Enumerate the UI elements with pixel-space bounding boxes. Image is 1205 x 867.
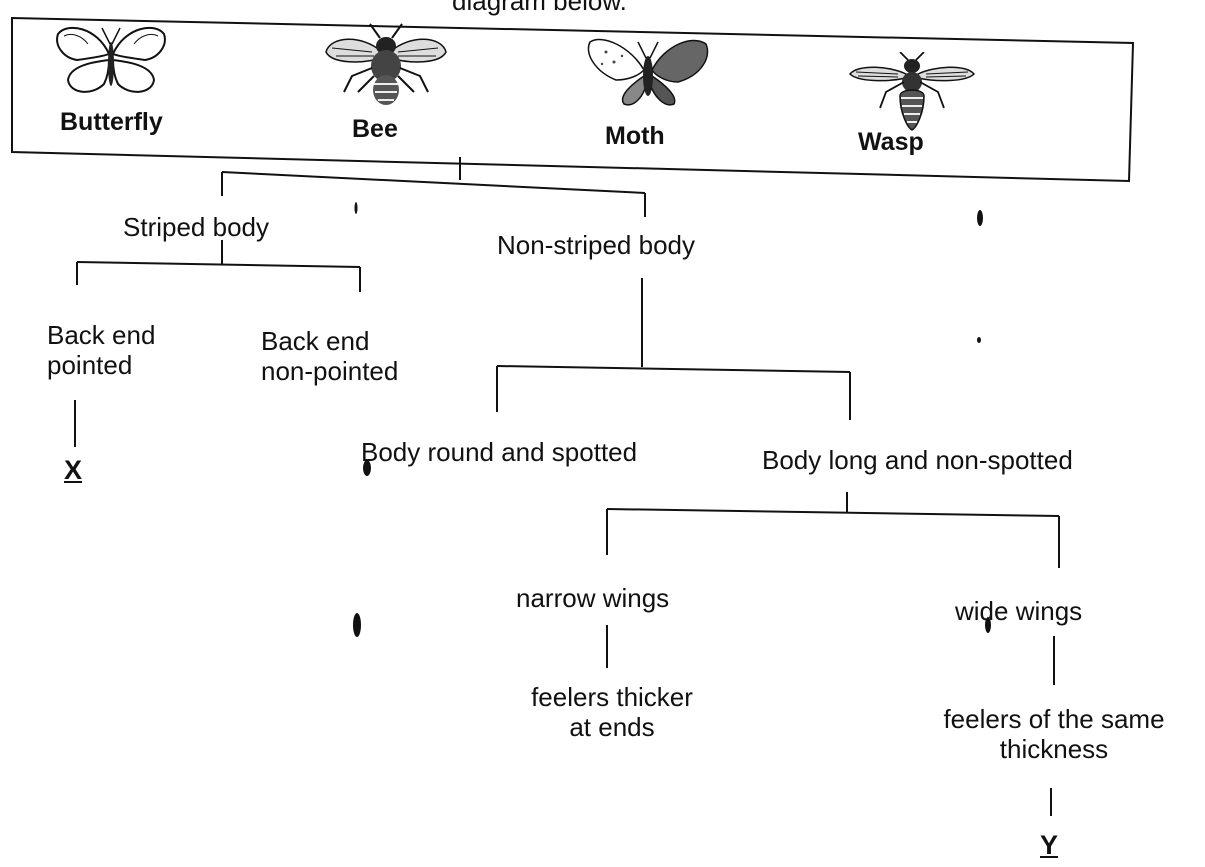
feelers-same-thickness-line2: thickness: [915, 734, 1193, 764]
back-end-non-pointed-label: Back end non-pointed: [261, 326, 398, 386]
wide-wings-label: wide wings: [955, 596, 1082, 626]
insect-name-wasp: Wasp: [858, 128, 924, 156]
insect-name-bee: Bee: [352, 115, 398, 143]
non-striped-body-label: Non-striped body: [497, 230, 695, 260]
result-x-label: X: [64, 455, 82, 485]
bee-icon: [322, 22, 450, 108]
body-long-non-spotted-label: Body long and non-spotted: [762, 445, 1073, 475]
feelers-same-thickness-label: feelers of the same thickness: [915, 704, 1193, 764]
striped-body-label: Striped body: [123, 212, 269, 242]
back-end-pointed-label: Back end pointed: [47, 320, 155, 380]
back-end-non-pointed-line2: non-pointed: [261, 356, 398, 386]
insect-name-moth: Moth: [605, 122, 665, 150]
wasp-icon: [848, 52, 976, 132]
narrow-wings-label: narrow wings: [516, 583, 669, 613]
back-end-non-pointed-line1: Back end: [261, 326, 398, 356]
result-y-label: Y: [1040, 830, 1058, 860]
back-end-pointed-line1: Back end: [47, 320, 155, 350]
connector: [222, 172, 645, 193]
feelers-thicker-line2: at ends: [512, 712, 712, 742]
feelers-thicker-line1: feelers thicker: [512, 682, 712, 712]
connector: [77, 262, 360, 267]
insect-name-butterfly: Butterfly: [60, 108, 163, 136]
feelers-same-thickness-line1: feelers of the same: [915, 704, 1193, 734]
connector: [497, 366, 850, 372]
connector: [607, 509, 1059, 516]
moth-icon: [582, 32, 714, 108]
feelers-thicker-label: feelers thicker at ends: [512, 682, 712, 742]
butterfly-icon: [52, 22, 170, 100]
body-round-spotted-label: Body round and spotted: [361, 437, 637, 467]
back-end-pointed-line2: pointed: [47, 350, 155, 380]
